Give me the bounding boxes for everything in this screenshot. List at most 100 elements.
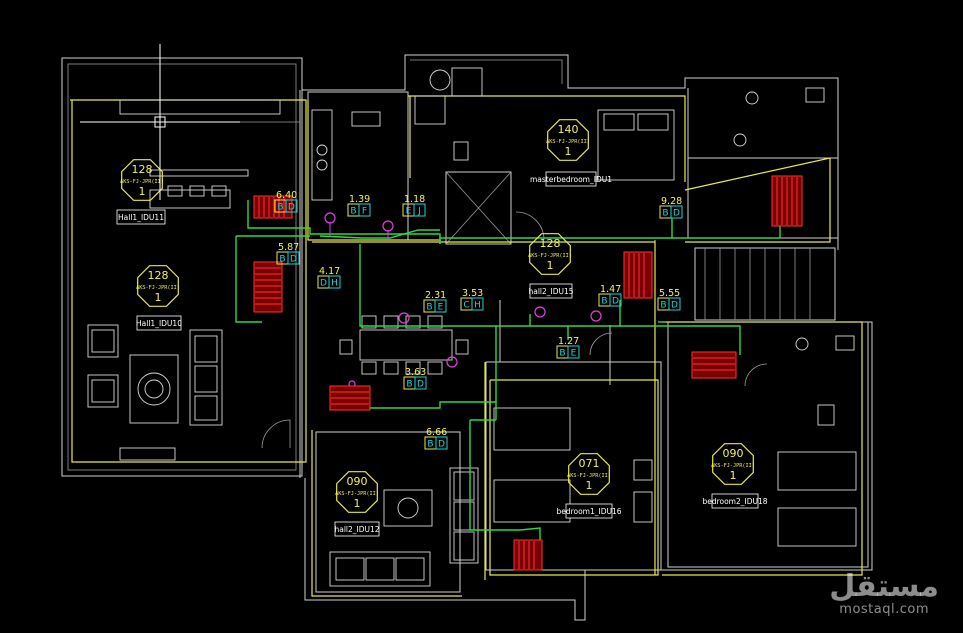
tag-letter-right: D (417, 380, 424, 390)
branch-joint (324, 212, 336, 236)
tag-box-right (285, 199, 298, 213)
unit-label: bedroom2_IDU18 (702, 497, 767, 506)
unit-count: 1 (730, 469, 737, 482)
pipe-length: 3.63 (405, 367, 426, 378)
pipe-length: 2.31 (425, 290, 446, 301)
tag-letter-right: H (331, 279, 338, 289)
pipe-length: 1.39 (349, 194, 370, 205)
unit-capacity: 128 (540, 237, 561, 250)
watermark-latin: mostaql.com (839, 602, 929, 617)
cad-crosshair (80, 44, 240, 200)
unit-count: 1 (155, 291, 162, 304)
furniture (80, 67, 857, 587)
indoor-unit (513, 539, 543, 571)
unit-model-ref: AKS-FJ-JPR(II) (528, 253, 572, 259)
unit-label: Hall1_IDU10 (136, 319, 182, 328)
tag-letter-right: D (673, 209, 680, 219)
unit-capacity: 071 (579, 457, 600, 470)
tag-box-right (567, 345, 580, 359)
tag-box-right (668, 297, 681, 311)
unit-label-box (711, 493, 759, 509)
watermark-arabic: مستقل (829, 569, 939, 604)
tag-box-right (358, 203, 371, 217)
tag-letter-left: B (427, 440, 433, 450)
unit-octagon (568, 453, 610, 495)
unit-octagon (121, 159, 163, 201)
tag-letter-left: E (406, 207, 412, 217)
tag-letter-right: D (438, 440, 445, 450)
tag-letter-right: D (671, 301, 678, 311)
tag-box-right (471, 297, 484, 311)
indoor-unit (329, 385, 371, 411)
tag-box-right (287, 251, 300, 265)
tag-box-right (328, 275, 341, 289)
unit-octagon (529, 233, 571, 275)
pipe-length: 3.53 (462, 288, 483, 299)
pipe-length: 1.18 (404, 194, 425, 205)
tag-box-right (434, 299, 447, 313)
indoor-unit-symbols (253, 175, 803, 571)
unit-label: hall2_IDU15 (528, 287, 573, 296)
unit-model-ref: AKS-FJ-JPR(II) (120, 179, 164, 185)
unit-model-ref: AKS-FJ-JPR(II) (711, 463, 755, 469)
unit-octagon (336, 471, 378, 513)
pipe-length: 6.66 (426, 427, 447, 438)
zone-outlines (70, 95, 863, 597)
pipe-length: 6.40 (276, 190, 297, 201)
tag-letter-left: C (463, 301, 469, 311)
unit-count: 1 (354, 497, 361, 510)
unit-label-box (529, 283, 573, 299)
tag-box-right (435, 436, 448, 450)
pipe-length: 1.27 (558, 336, 579, 347)
unit-model-ref: AKS-FJ-JPR(II) (335, 491, 379, 497)
tag-letter-right: H (474, 301, 481, 311)
unit-label: masterbedroom_IDU1 (530, 175, 612, 184)
tag-letter-right: J (417, 207, 421, 217)
unit-label-box (334, 521, 380, 537)
indoor-unit (691, 351, 737, 379)
unit-count: 1 (565, 145, 572, 158)
tag-letter-left: B (279, 255, 285, 265)
unit-label-box (565, 503, 613, 519)
unit-capacity: 140 (558, 123, 579, 136)
unit-label-box (116, 209, 166, 225)
branch-joints (324, 212, 602, 388)
unit-model-ref: AKS-FJ-JPR(II) (546, 139, 590, 145)
unit-capacity: 128 (132, 163, 153, 176)
pipe-length: 5.55 (659, 288, 680, 299)
branch-joint (382, 220, 394, 240)
unit-octagon (547, 119, 589, 161)
tag-letter-left: D (320, 279, 327, 289)
branch-joint (590, 310, 602, 322)
unit-label: bedroom1_IDU16 (556, 507, 621, 516)
unit-callouts: 128AKS-FJ-JPR(II)1Hall1_IDU11128AKS-FJ-J… (116, 119, 768, 537)
unit-model-ref: AKS-FJ-JPR(II) (567, 473, 611, 479)
walls (61, 54, 873, 621)
branch-joint (446, 356, 458, 368)
tag-letter-right: F (362, 207, 367, 217)
pipe-length: 1.47 (600, 284, 621, 295)
tag-box-right (414, 376, 427, 390)
unit-octagon (712, 443, 754, 485)
unit-count: 1 (547, 259, 554, 272)
unit-capacity: 090 (347, 475, 368, 488)
tag-letter-left: B (662, 209, 668, 219)
tag-letter-right: E (571, 349, 577, 359)
tag-letter-left: B (277, 203, 283, 213)
tag-letter-right: D (612, 297, 619, 307)
pipe-length: 5.87 (278, 242, 299, 253)
pipe-length: 9.28 (661, 196, 682, 207)
tag-letter-right: D (288, 203, 295, 213)
unit-capacity: 128 (148, 269, 169, 282)
